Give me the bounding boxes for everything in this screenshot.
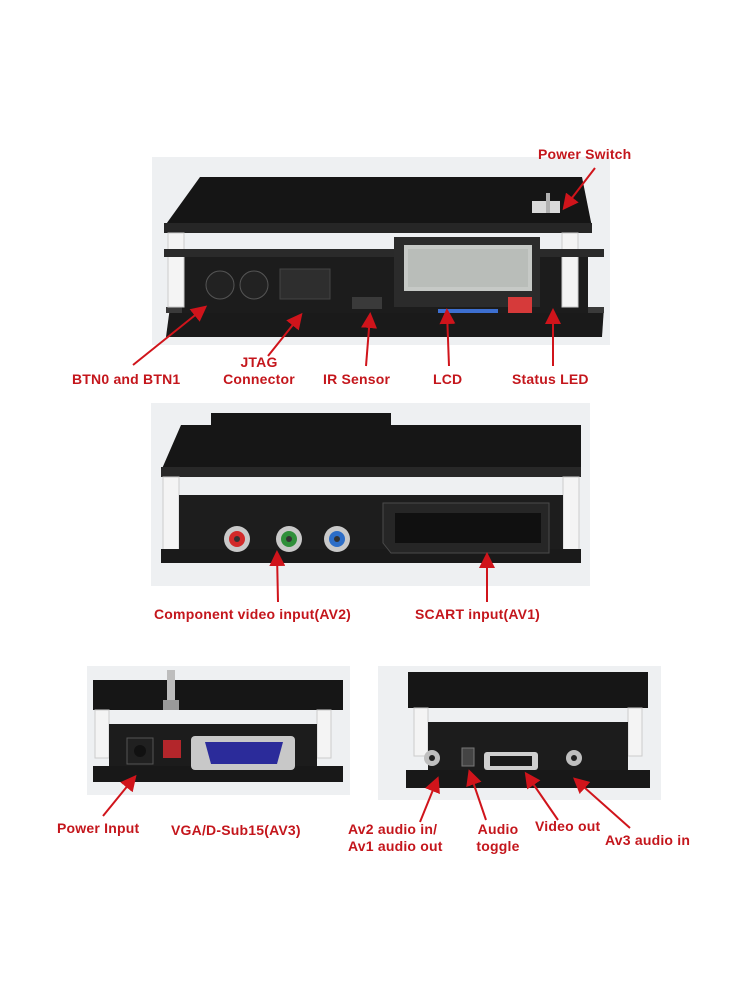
label-av2-line2: Av1 audio out xyxy=(348,838,443,854)
label-scart-input: SCART input(AV1) xyxy=(415,606,541,622)
label-audio-toggle-line1: Audio xyxy=(477,821,519,837)
label-jtag-connector: JTAG Connector xyxy=(215,354,303,388)
label-av2-line1: Av2 audio in/ xyxy=(348,821,438,837)
arrow-av2-audio xyxy=(419,776,440,823)
arrow-av3-audio xyxy=(573,777,631,829)
audio-hdmi-side-device xyxy=(378,666,661,800)
power-vga-side-device xyxy=(87,666,350,795)
arrow-power-input xyxy=(102,774,137,817)
scart-side-photo xyxy=(151,403,590,586)
arrow-btn0-btn1 xyxy=(132,305,208,366)
label-av3-audio-in: Av3 audio in xyxy=(605,832,691,848)
label-power-input: Power Input xyxy=(57,820,140,836)
label-status-led: Status LED xyxy=(512,371,589,387)
label-ir-sensor: IR Sensor xyxy=(323,371,391,387)
label-btn0-btn1: BTN0 and BTN1 xyxy=(72,371,181,387)
label-component-input: Component video input(AV2) xyxy=(154,606,352,622)
label-audio-toggle-line2: toggle xyxy=(476,838,520,854)
scart-side-device xyxy=(151,403,590,586)
arrow-lcd xyxy=(439,308,456,367)
top-view-device xyxy=(152,157,610,345)
arrow-power-switch xyxy=(562,167,596,211)
label-power-switch: Power Switch xyxy=(538,146,632,162)
label-lcd: LCD xyxy=(433,371,463,387)
power-vga-side-photo xyxy=(87,666,350,795)
label-video-out: Video out xyxy=(535,818,601,834)
label-jtag-line1: JTAG xyxy=(240,354,278,370)
arrow-jtag xyxy=(267,312,303,357)
arrow-ir-sensor xyxy=(361,312,378,367)
label-audio-toggle: Audio toggle xyxy=(468,821,528,855)
label-av2-audio: Av2 audio in/ Av1 audio out xyxy=(348,821,443,855)
arrow-component xyxy=(269,550,286,603)
top-view-photo xyxy=(152,157,610,345)
arrow-video-out xyxy=(524,771,559,821)
arrow-audio-toggle xyxy=(466,769,487,821)
label-vga-dsub: VGA/D-Sub15(AV3) xyxy=(171,822,301,838)
label-jtag-line2: Connector xyxy=(223,371,295,387)
